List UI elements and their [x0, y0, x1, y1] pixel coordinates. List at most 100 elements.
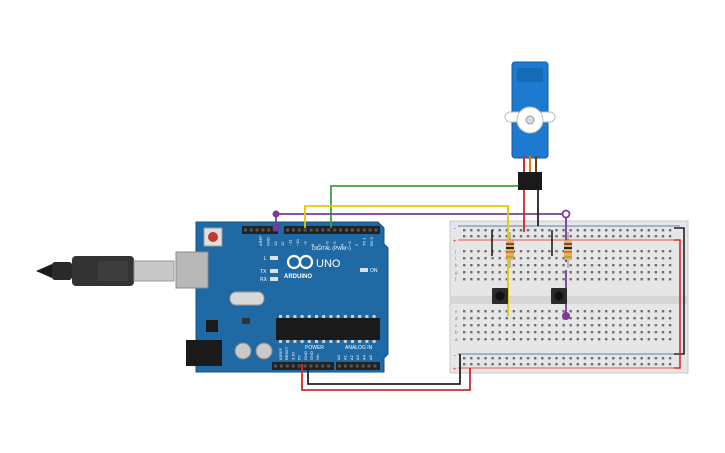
breadboard-hole[interactable] — [626, 357, 629, 360]
header-hole[interactable] — [315, 228, 319, 232]
breadboard-hole[interactable] — [519, 278, 523, 281]
breadboard-hole[interactable] — [583, 331, 587, 334]
breadboard-hole[interactable] — [484, 310, 487, 313]
breadboard-hole[interactable] — [640, 338, 643, 341]
breadboard-hole[interactable] — [548, 338, 551, 341]
breadboard-hole[interactable] — [470, 264, 473, 267]
breadboard-hole[interactable] — [612, 257, 615, 260]
breadboard-hole[interactable] — [647, 357, 650, 360]
breadboard-hole[interactable] — [526, 357, 530, 360]
breadboard-hole[interactable] — [569, 264, 572, 267]
breadboard-hole[interactable] — [484, 338, 487, 341]
breadboard-hole[interactable] — [626, 324, 629, 327]
breadboard-hole[interactable] — [569, 331, 572, 334]
breadboard-hole[interactable] — [647, 264, 650, 267]
breadboard-hole[interactable] — [534, 310, 537, 313]
breadboard-hole[interactable] — [470, 324, 473, 327]
breadboard-hole[interactable] — [668, 229, 672, 232]
breadboard-hole[interactable] — [633, 250, 636, 253]
breadboard-hole[interactable] — [619, 250, 622, 253]
breadboard-hole[interactable] — [512, 257, 516, 260]
header-hole[interactable] — [285, 364, 289, 368]
resistor-2[interactable] — [564, 232, 572, 268]
breadboard-hole[interactable] — [668, 264, 672, 267]
breadboard-hole[interactable] — [619, 317, 622, 320]
header-hole[interactable] — [355, 364, 359, 368]
breadboard-hole[interactable] — [619, 363, 622, 366]
breadboard-hole[interactable] — [661, 257, 665, 260]
breadboard-hole[interactable] — [654, 235, 658, 238]
breadboard-hole[interactable] — [498, 338, 501, 341]
breadboard-hole[interactable] — [576, 310, 579, 313]
breadboard-hole[interactable] — [512, 338, 516, 341]
breadboard-hole[interactable] — [470, 317, 473, 320]
breadboard-hole[interactable] — [654, 250, 658, 253]
header-hole[interactable] — [349, 364, 353, 368]
breadboard-hole[interactable] — [505, 317, 508, 320]
breadboard-hole[interactable] — [541, 357, 544, 360]
breadboard-hole[interactable] — [626, 310, 629, 313]
breadboard-hole[interactable] — [647, 271, 650, 274]
breadboard-hole[interactable] — [569, 229, 572, 232]
breadboard-hole[interactable] — [569, 310, 572, 313]
breadboard-hole[interactable] — [661, 363, 665, 366]
breadboard-hole[interactable] — [548, 357, 551, 360]
rail-jumper-black[interactable] — [674, 227, 685, 355]
breadboard-hole[interactable] — [555, 235, 558, 238]
breadboard-hole[interactable] — [484, 271, 487, 274]
breadboard-hole[interactable] — [612, 310, 615, 313]
breadboard-hole[interactable] — [463, 331, 466, 334]
breadboard-hole[interactable] — [583, 317, 587, 320]
breadboard-hole[interactable] — [463, 310, 466, 313]
breadboard-hole[interactable] — [484, 235, 487, 238]
breadboard-hole[interactable] — [640, 278, 643, 281]
breadboard-hole[interactable] — [654, 229, 658, 232]
header-hole[interactable] — [309, 228, 313, 232]
breadboard-hole[interactable] — [640, 271, 643, 274]
breadboard-hole[interactable] — [541, 331, 544, 334]
breadboard-hole[interactable] — [668, 235, 672, 238]
breadboard-hole[interactable] — [590, 271, 594, 274]
wire-purple-top[interactable] — [275, 213, 567, 232]
header-hole[interactable] — [321, 228, 325, 232]
breadboard-hole[interactable] — [647, 250, 650, 253]
breadboard-hole[interactable] — [661, 338, 665, 341]
breadboard-hole[interactable] — [526, 363, 530, 366]
breadboard-hole[interactable] — [555, 317, 558, 320]
breadboard-hole[interactable] — [512, 264, 516, 267]
wire-yellow[interactable] — [304, 205, 509, 316]
header-hole[interactable] — [345, 228, 348, 232]
usb-cable[interactable] — [36, 256, 175, 286]
breadboard-hole[interactable] — [562, 338, 565, 341]
breadboard-hole[interactable] — [534, 331, 537, 334]
breadboard-hole[interactable] — [633, 363, 636, 366]
breadboard-hole[interactable] — [526, 331, 530, 334]
breadboard-hole[interactable] — [576, 357, 579, 360]
breadboard-hole[interactable] — [626, 317, 629, 320]
breadboard-hole[interactable] — [647, 235, 650, 238]
breadboard-hole[interactable] — [555, 331, 558, 334]
pushbutton-1[interactable] — [492, 288, 508, 304]
breadboard-hole[interactable] — [654, 357, 658, 360]
header-hole[interactable] — [350, 228, 354, 232]
breadboard-hole[interactable] — [541, 264, 544, 267]
breadboard-hole[interactable] — [576, 250, 579, 253]
breadboard-hole[interactable] — [576, 324, 579, 327]
breadboard-hole[interactable] — [661, 331, 665, 334]
breadboard-hole[interactable] — [505, 264, 508, 267]
breadboard-hole[interactable] — [590, 264, 594, 267]
breadboard-hole[interactable] — [534, 278, 537, 281]
breadboard-hole[interactable] — [541, 271, 544, 274]
breadboard-hole[interactable] — [477, 324, 480, 327]
breadboard-hole[interactable] — [562, 235, 565, 238]
breadboard-hole[interactable] — [498, 264, 501, 267]
breadboard-hole[interactable] — [463, 264, 466, 267]
breadboard-hole[interactable] — [498, 250, 501, 253]
breadboard-hole[interactable] — [605, 235, 608, 238]
breadboard-hole[interactable] — [477, 250, 480, 253]
breadboard-hole[interactable] — [541, 257, 544, 260]
breadboard-hole[interactable] — [633, 338, 636, 341]
breadboard-hole[interactable] — [505, 235, 508, 238]
breadboard-hole[interactable] — [541, 324, 544, 327]
